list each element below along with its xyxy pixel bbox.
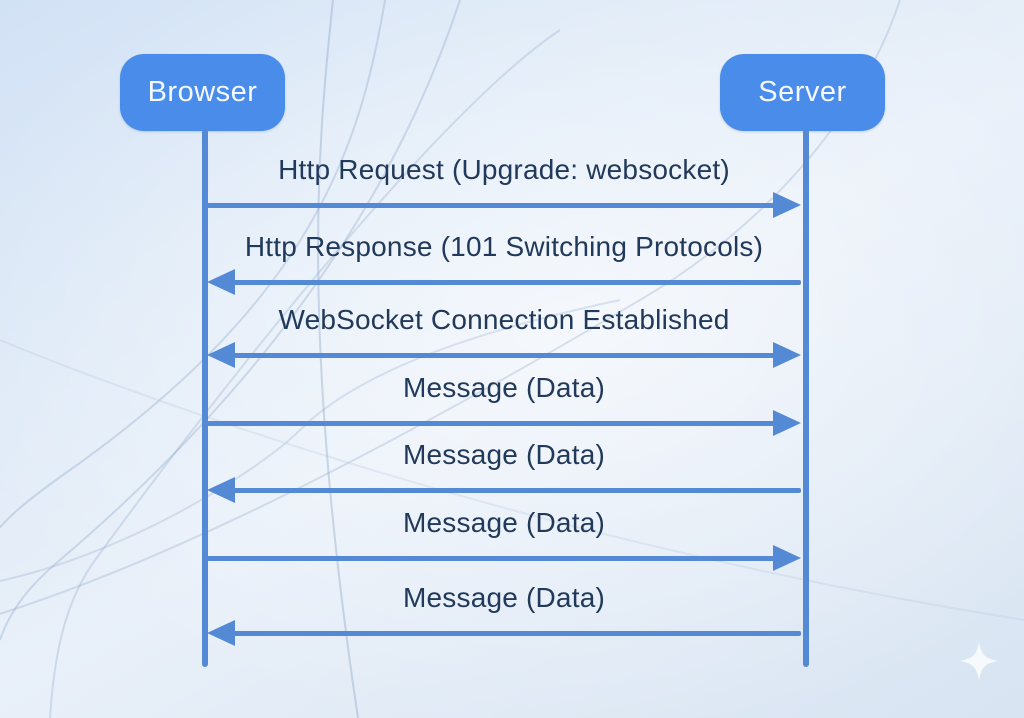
arrow-left bbox=[207, 269, 801, 295]
arrow-left bbox=[207, 477, 801, 503]
actor-browser: Browser bbox=[120, 54, 285, 131]
sparkle-icon bbox=[960, 642, 998, 680]
actor-server-label: Server bbox=[758, 76, 847, 108]
arrowhead-left bbox=[207, 477, 235, 503]
server-lifeline bbox=[803, 129, 809, 667]
arrow-shaft bbox=[231, 280, 801, 285]
arrow-shaft bbox=[207, 203, 777, 208]
actor-server: Server bbox=[720, 54, 885, 131]
arrow-right bbox=[207, 410, 801, 436]
message-label: Message (Data) bbox=[403, 439, 605, 470]
message-label: Http Response (101 Switching Protocols) bbox=[244, 231, 764, 262]
actor-browser-label: Browser bbox=[147, 76, 258, 108]
arrowhead-left bbox=[207, 269, 235, 295]
arrowhead-right bbox=[773, 192, 801, 218]
arrow-right bbox=[207, 545, 801, 571]
browser-lifeline bbox=[202, 129, 208, 667]
arrowhead-right bbox=[773, 545, 801, 571]
arrow-shaft bbox=[231, 353, 777, 358]
arrow-right bbox=[207, 192, 801, 218]
message-label: Http Request (Upgrade: websocket) bbox=[278, 154, 730, 185]
message-label: WebSocket Connection Established bbox=[278, 304, 730, 335]
message-label: Message (Data) bbox=[403, 372, 605, 403]
arrowhead-left bbox=[207, 342, 235, 368]
arrow-shaft bbox=[207, 556, 777, 561]
arrowhead-right bbox=[773, 410, 801, 436]
message-label: Message (Data) bbox=[403, 582, 605, 613]
arrow-shaft bbox=[231, 488, 801, 493]
message-label: Message (Data) bbox=[403, 507, 605, 538]
arrow-left bbox=[207, 620, 801, 646]
arrow-both bbox=[207, 342, 801, 368]
arrow-shaft bbox=[207, 421, 777, 426]
arrowhead-left bbox=[207, 620, 235, 646]
arrowhead-right bbox=[773, 342, 801, 368]
arrow-shaft bbox=[231, 631, 801, 636]
